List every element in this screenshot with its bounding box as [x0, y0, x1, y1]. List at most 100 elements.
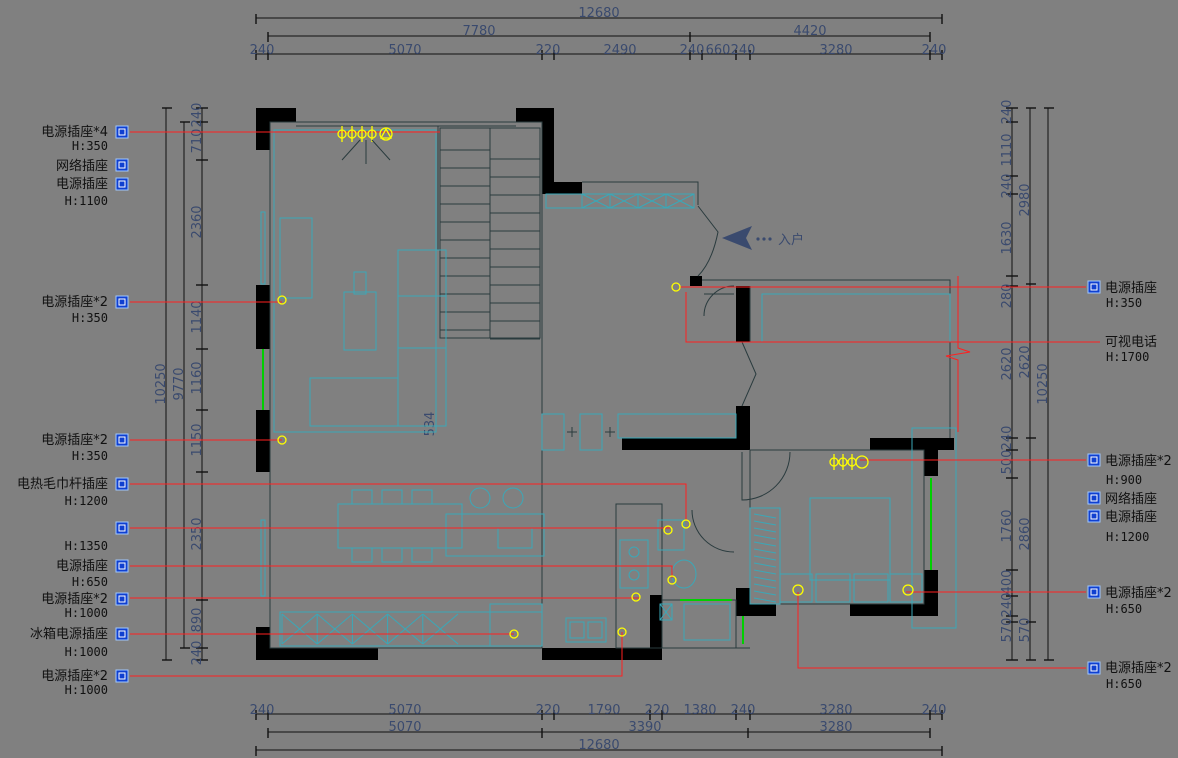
- right-label-7: 电源插座*2H:650: [1087, 661, 1172, 691]
- left-dim-8: 890: [190, 608, 205, 633]
- top-dim-5: 240: [680, 43, 705, 58]
- right-dim-7: 240: [1000, 426, 1015, 451]
- outlet-icon: [115, 559, 129, 573]
- outlet-kitchen-1: [631, 592, 641, 602]
- walls: [256, 108, 954, 660]
- right-mid-dim-4: 570: [1018, 618, 1033, 643]
- top-dim-7: 240: [731, 43, 756, 58]
- bottom-dimension-lines: 240 5070 220 1790 220 1380 240 3280 240 …: [250, 703, 947, 756]
- outlet-icon: [1087, 491, 1101, 505]
- right-mid-dim-3: 2860: [1018, 517, 1033, 550]
- top-dim-2: 5070: [388, 43, 421, 58]
- left-label-height: H:1350: [65, 539, 108, 553]
- right-dim-11: 240: [1000, 593, 1015, 618]
- bottom-dim-5070: 5070: [388, 720, 421, 735]
- right-label-height: H:350: [1106, 296, 1142, 310]
- left-label-4: 电源插座*2H:350: [41, 295, 129, 325]
- left-label-name: 电源插座: [56, 559, 108, 574]
- left-label-name: 电源插座: [56, 177, 108, 192]
- top-dim-1: 240: [250, 43, 275, 58]
- plus-marks: [567, 427, 615, 437]
- left-dim-3: 2360: [190, 205, 205, 238]
- outlet-group-bedroom: [829, 454, 869, 470]
- top-dim-9: 240: [922, 43, 947, 58]
- top-dimension-lines: 12680 7780 4420 240 5070 220 2490 240 66…: [250, 6, 947, 60]
- outlet-entry: [671, 282, 681, 292]
- left-label-6: 电热毛巾杆插座 H:1200: [17, 477, 129, 508]
- outlet-symbols: [277, 126, 914, 639]
- right-label-height: H:650: [1106, 677, 1142, 691]
- right-label-3: 电源插座*2H:900: [1087, 453, 1172, 487]
- left-label-name: 电源插座*2: [41, 295, 108, 310]
- right-dim-3: 240: [1000, 174, 1015, 199]
- left-label-height: H:650: [72, 575, 108, 589]
- outlet-icon: [115, 669, 129, 683]
- outlet-icon: [115, 477, 129, 491]
- left-label-name: 网络插座: [56, 158, 108, 174]
- bottom-total-dim: 12680: [578, 738, 619, 753]
- right-dim-12: 570: [1000, 618, 1015, 643]
- right-outer-dim: 10250: [1036, 363, 1051, 404]
- left-label-height: H:350: [72, 311, 108, 325]
- left-label-9: 电源插座*2H:1000: [41, 592, 129, 620]
- outlet-icon: [1087, 453, 1101, 467]
- left-dim-5: 1160: [190, 361, 205, 394]
- left-label-height: H:1000: [65, 606, 108, 620]
- right-label-6: 电源插座*2H:650: [1087, 585, 1172, 616]
- left-label-height: H:1200: [65, 494, 108, 508]
- right-label-height: H:1700: [1106, 350, 1149, 364]
- left-label-name: 电源插座*2: [41, 592, 108, 607]
- bottom-dim-9: 240: [922, 703, 947, 718]
- left-label-name: 电源插座*4: [41, 125, 108, 140]
- left-annotation-labels: 电源插座*4H:350网络插座电源插座H:1100电源插座*2H:350电源插座…: [17, 125, 129, 697]
- outlet-bed-top-2: [838, 454, 848, 470]
- top-dim-8: 3280: [819, 43, 852, 58]
- right-label-name: 电源插座: [1105, 510, 1157, 525]
- top-dim-7780: 7780: [462, 24, 495, 39]
- left-extra-dim: 534: [423, 412, 438, 437]
- right-label-name: 网络插座: [1105, 491, 1157, 507]
- left-outer-dim: 10250: [154, 363, 169, 404]
- left-label-name: 电热毛巾杆插座: [17, 477, 108, 492]
- outlet-group-top: [337, 126, 393, 164]
- right-dim-2: 1110: [1000, 133, 1015, 166]
- top-dim-4420: 4420: [793, 24, 826, 39]
- right-label-name: 电源插座*2: [1105, 454, 1172, 469]
- outlet-icon: [1087, 280, 1101, 294]
- outlet-icon: [115, 295, 129, 309]
- outlet-icon: [115, 177, 129, 191]
- right-annotation-labels: 电源插座H:350可视电话H:1700电源插座*2H:900网络插座电源插座H:…: [1087, 280, 1172, 691]
- left-label-7: H:1350: [65, 521, 129, 553]
- furniture: [260, 129, 957, 647]
- left-label-5: 电源插座*2H:350: [41, 433, 129, 463]
- doors: [691, 205, 791, 553]
- left-label-height: H:1000: [65, 683, 108, 697]
- left-label-height: H:1000: [65, 645, 108, 659]
- outlet-living-2: [277, 435, 287, 445]
- bottom-dim-3: 220: [536, 703, 561, 718]
- right-label-height: H:900: [1106, 473, 1142, 487]
- left-dim-9: 240: [190, 641, 205, 666]
- right-mid-dim-1: 2980: [1018, 183, 1033, 216]
- outlet-top-4: [367, 126, 377, 142]
- outlet-icon: [1087, 661, 1101, 675]
- outlet-icon: [115, 125, 129, 139]
- left-label-height: H:1100: [65, 194, 108, 208]
- right-dim-9: 1760: [1000, 509, 1015, 542]
- outlet-icon: [1087, 585, 1101, 599]
- entry-marker: 入户: [722, 226, 804, 250]
- outlet-icon: [1087, 509, 1101, 523]
- outlet-icon: [115, 627, 129, 641]
- top-dim-4: 2490: [603, 43, 636, 58]
- left-dim-7: 2350: [190, 517, 205, 550]
- left-label-2: 网络插座: [56, 158, 129, 174]
- outlet-towel: [681, 519, 691, 529]
- right-label-name: 电源插座*2: [1105, 586, 1172, 601]
- left-dim-1: 240: [190, 103, 205, 128]
- bottom-dim-4: 1790: [587, 703, 620, 718]
- outlet-icon: [115, 521, 129, 535]
